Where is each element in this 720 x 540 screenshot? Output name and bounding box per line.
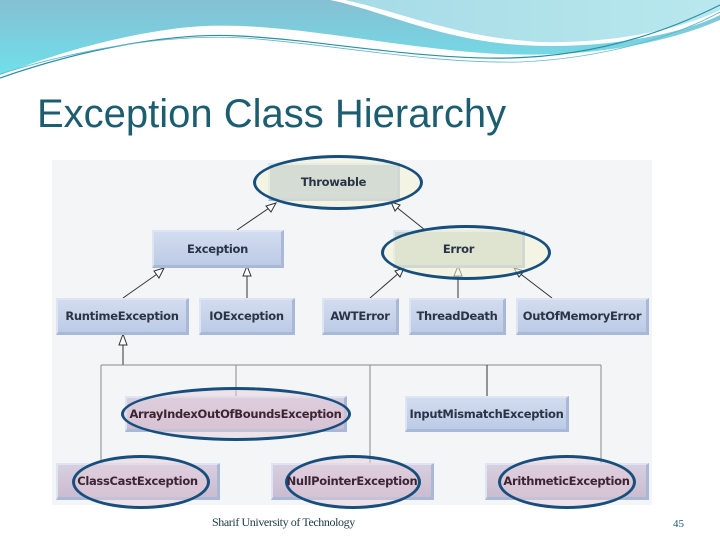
header-wave-banner: [0, 0, 720, 79]
highlight-ellipse-array-index: [121, 387, 351, 441]
node-thread-death-label: ThreadDeath: [416, 309, 498, 323]
slide-title: Exception Class Hierarchy: [37, 92, 507, 136]
highlight-ellipse-arithmetic: [498, 455, 636, 509]
highlight-ellipse-error: [381, 225, 551, 280]
node-array-index-out-of-bounds-exception-label: ArrayIndexOutOfBoundsException: [129, 406, 342, 421]
highlight-ellipse-throwable: [253, 155, 423, 210]
node-runtime-exception-label: RuntimeException: [65, 309, 179, 323]
node-out-of-memory-error[interactable]: OutOfMemoryError: [516, 298, 649, 335]
node-throwable-label: Throwable: [300, 174, 367, 189]
highlight-ellipse-null-pointer: [285, 455, 421, 509]
node-thread-death[interactable]: ThreadDeath: [409, 298, 506, 335]
node-class-cast-exception-label: ClassCastException: [77, 474, 198, 488]
node-null-pointer-exception-label: NullPointerException: [286, 474, 418, 488]
footer-institution: Sharif University of Technology: [212, 515, 355, 529]
node-input-mismatch-exception[interactable]: InputMismatchException: [405, 396, 569, 432]
node-arithmetic-exception-label: ArithmeticException: [503, 474, 630, 488]
node-error-label: Error: [442, 241, 475, 256]
node-exception[interactable]: Exception: [152, 230, 284, 268]
page-number: 45: [673, 518, 684, 530]
node-awt-error[interactable]: AWTError: [322, 298, 399, 335]
node-exception-label: Exception: [187, 241, 248, 256]
node-runtime-exception[interactable]: RuntimeException: [56, 298, 189, 335]
node-awt-error-label: AWTError: [330, 309, 390, 323]
node-out-of-memory-error-label: OutOfMemoryError: [522, 309, 642, 323]
highlight-ellipse-class-cast: [72, 455, 210, 509]
node-io-exception-label: IOException: [209, 309, 284, 323]
node-input-mismatch-exception-label: InputMismatchException: [409, 406, 564, 421]
node-io-exception[interactable]: IOException: [199, 298, 295, 335]
